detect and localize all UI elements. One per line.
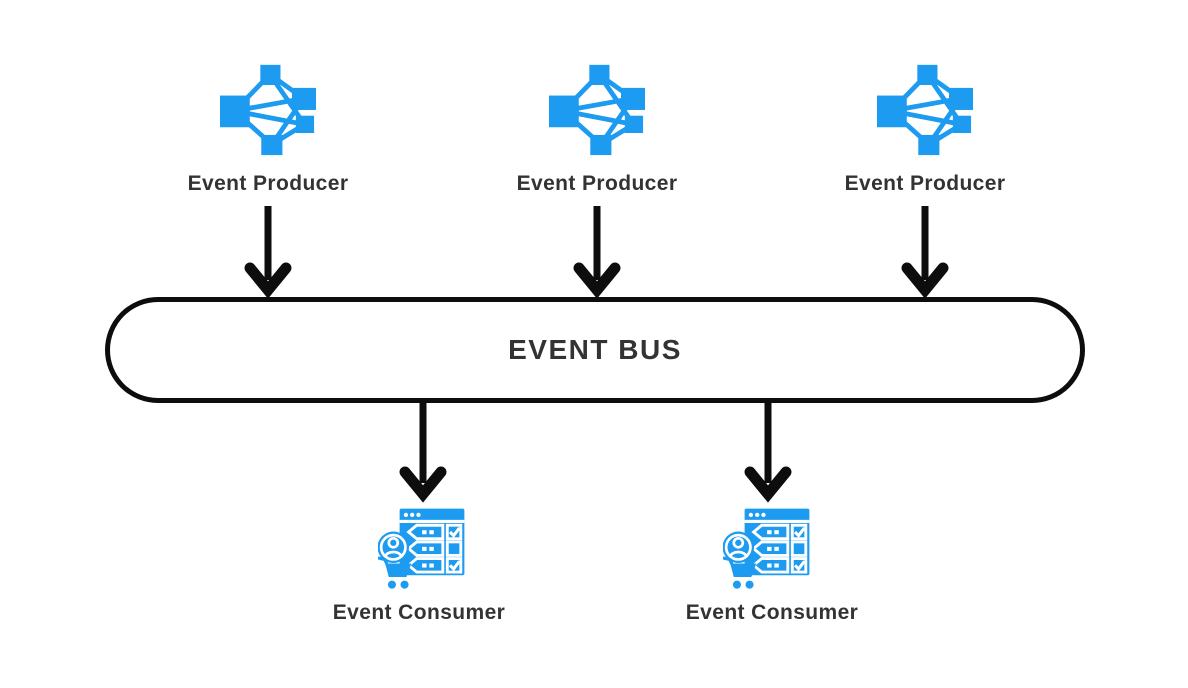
mesh-network-icon	[220, 61, 316, 157]
producer-label: Event Producer	[844, 172, 1006, 195]
order-checklist-cart-icon	[377, 505, 468, 595]
arrow-producer-to-bus	[901, 206, 949, 299]
mesh-network-icon	[877, 61, 973, 157]
arrow-producer-to-bus	[244, 206, 292, 299]
event-bus-node: EVENT BUS	[105, 297, 1085, 403]
consumer-label: Event Consumer	[332, 601, 506, 624]
event-bus-label: EVENT BUS	[508, 334, 682, 365]
order-checklist-cart-icon	[722, 505, 813, 595]
producer-label: Event Producer	[187, 172, 349, 195]
arrow-producer-to-bus	[573, 206, 621, 299]
consumer-label: Event Consumer	[685, 601, 859, 624]
producer-label: Event Producer	[516, 172, 678, 195]
mesh-network-icon	[549, 61, 645, 157]
arrow-bus-to-consumer	[744, 401, 792, 503]
arrow-bus-to-consumer	[399, 401, 447, 503]
